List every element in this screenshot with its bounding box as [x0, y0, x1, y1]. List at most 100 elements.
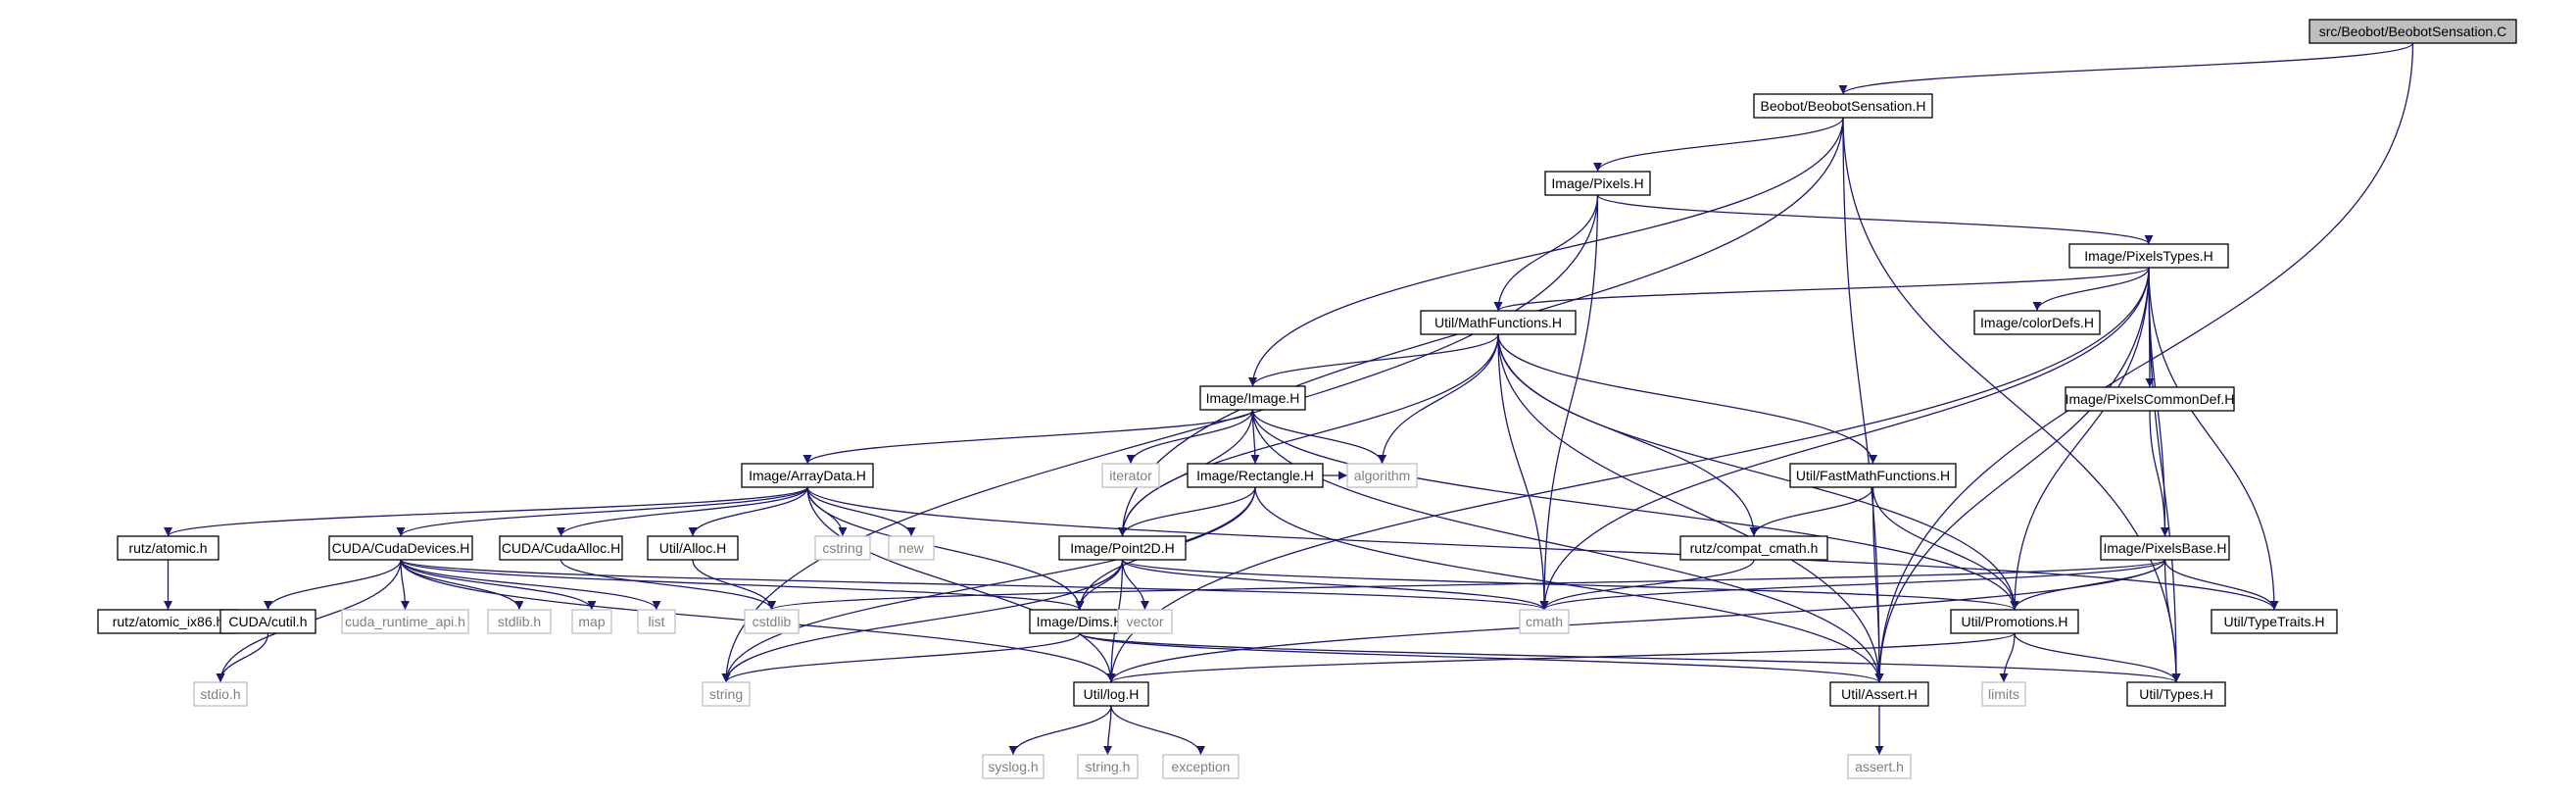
- node-box: [117, 535, 219, 561]
- node-root[interactable]: src/Beobot/BeobotSensation.C: [2309, 19, 2517, 44]
- node-label: Util/Assert.H: [1841, 686, 1918, 702]
- node-box: [888, 535, 935, 561]
- edge-root-to-assert: [1874, 42, 2414, 683]
- edge-promo-to-limits: [1999, 632, 2016, 683]
- node-assert[interactable]: Util/Assert.H: [1829, 681, 1929, 707]
- node-label: Util/log.H: [1084, 686, 1140, 702]
- node-box: [1077, 754, 1139, 779]
- node-label: rutz/compat_cmath.h: [1690, 540, 1819, 556]
- node-log[interactable]: Util/log.H: [1073, 681, 1149, 707]
- node-box: [2065, 386, 2235, 412]
- edge-pixtypes-to-cmath: [1539, 267, 2150, 611]
- node-box: [1544, 171, 1651, 196]
- edge-arraydata-to-new: [806, 486, 916, 537]
- node-types[interactable]: Util/Types.H: [2126, 681, 2226, 707]
- node-box: [744, 609, 800, 634]
- edge-bsh-to-pixels: [1593, 117, 1844, 173]
- edge-mathf-to-cmath: [1497, 333, 1549, 611]
- edge-fastmath-to-promo: [1871, 486, 2019, 611]
- node-label: Image/colorDefs.H: [1980, 315, 2094, 330]
- node-image[interactable]: Image/Image.H: [1199, 385, 1306, 411]
- node-rect[interactable]: Image/Rectangle.H: [1187, 463, 1324, 488]
- edge-pixels-to-string: [721, 194, 1599, 683]
- edge-pixbase-to-types: [2163, 559, 2181, 683]
- node-typetraits[interactable]: Util/TypeTraits.H: [2211, 609, 2338, 634]
- node-box: [637, 609, 676, 634]
- edge-pixtypes-to-promo: [2010, 267, 2150, 611]
- node-box: [647, 535, 739, 561]
- node-label: CUDA/CudaDevices.H: [332, 540, 470, 556]
- edge-pixbase-to-typetraits: [2163, 559, 2279, 611]
- edge-pixbase-to-cstdlib: [767, 559, 2166, 611]
- edge-fastmath-to-compatcmath: [1749, 486, 1874, 537]
- node-box: [328, 535, 473, 561]
- edge-pixtypes-to-types: [2148, 267, 2181, 683]
- edge-root-to-bsh: [1838, 42, 2414, 95]
- node-box: [1981, 681, 2026, 707]
- node-cutil[interactable]: CUDA/cutil.h: [219, 609, 316, 634]
- node-box: [2211, 609, 2338, 634]
- node-list: list: [637, 609, 676, 634]
- node-arraydata[interactable]: Image/ArrayData.H: [741, 463, 874, 488]
- edge-promo-to-types: [2014, 632, 2181, 683]
- node-pixels[interactable]: Image/Pixels.H: [1544, 171, 1651, 196]
- node-dims[interactable]: Image/Dims.H: [1029, 609, 1131, 634]
- edge-dims-to-types: [1079, 632, 2181, 683]
- node-label: cuda_runtime_api.h: [345, 614, 465, 629]
- node-box: [2309, 19, 2517, 44]
- edge-cudaalloc-to-cstdlib: [559, 559, 776, 611]
- node-new: new: [888, 535, 935, 561]
- node-box: [487, 609, 552, 634]
- node-box: [1420, 310, 1577, 335]
- node-pixcommon[interactable]: Image/PixelsCommonDef.H: [2065, 386, 2235, 412]
- node-atomic[interactable]: rutz/atomic.h: [117, 535, 219, 561]
- node-atomic86[interactable]: rutz/atomic_ix86.h: [97, 609, 239, 634]
- node-label: list: [648, 614, 664, 629]
- node-pixtypes[interactable]: Image/PixelsTypes.H: [2068, 243, 2229, 269]
- node-label: cstring: [822, 540, 862, 556]
- edge-cudadev-to-list: [400, 559, 661, 611]
- edge-pixtypes-to-mathf: [1493, 267, 2150, 312]
- node-box: [2100, 535, 2230, 561]
- node-bsh[interactable]: Beobot/BeobotSensation.H: [1753, 93, 1933, 119]
- edge-arraydata-to-dims: [806, 486, 1085, 611]
- node-label: string: [709, 686, 743, 702]
- node-cudadev[interactable]: CUDA/CudaDevices.H: [328, 535, 473, 561]
- edge-pixbase-to-log: [1106, 559, 2166, 683]
- node-asserth: assert.h: [1847, 754, 1912, 779]
- node-mathf[interactable]: Util/MathFunctions.H: [1420, 310, 1577, 335]
- node-label: cstdlib: [753, 614, 792, 629]
- node-box: [702, 681, 751, 707]
- node-colordefs[interactable]: Image/colorDefs.H: [1973, 310, 2101, 335]
- edge-log-to-stringh: [1103, 705, 1113, 756]
- edge-pixtypes-to-assert: [1874, 267, 2150, 683]
- node-box: [814, 535, 871, 561]
- node-label: stdio.h: [200, 686, 240, 702]
- node-box: [1162, 754, 1239, 779]
- node-point2d[interactable]: Image/Point2D.H: [1058, 535, 1187, 561]
- node-box: [1829, 681, 1929, 707]
- node-pixbase[interactable]: Image/PixelsBase.H: [2100, 535, 2230, 561]
- node-box: [1950, 609, 2079, 634]
- node-label: syslog.h: [988, 759, 1038, 774]
- node-cudaalloc[interactable]: CUDA/CudaAlloc.H: [499, 535, 623, 561]
- edge-point2d-to-vector: [1121, 559, 1149, 611]
- edge-log-to-syslog: [1008, 705, 1112, 756]
- node-label: iterator: [1109, 468, 1152, 483]
- node-box: [1058, 535, 1187, 561]
- edge-arraydata-to-cudadev: [396, 486, 808, 537]
- edge-point2d-to-string: [721, 559, 1124, 683]
- edge-mathf-to-promo: [1497, 333, 2019, 611]
- node-promo[interactable]: Util/Promotions.H: [1950, 609, 2079, 634]
- node-label: Image/PixelsTypes.H: [2084, 248, 2213, 264]
- node-alloc[interactable]: Util/Alloc.H: [647, 535, 739, 561]
- node-box: [1753, 93, 1933, 119]
- edge-fastmath-to-assert: [1871, 486, 1884, 683]
- node-fastmath[interactable]: Util/FastMathFunctions.H: [1789, 463, 1957, 488]
- edge-point2d-to-dims: [1075, 559, 1124, 611]
- edge-bsh-to-image: [1248, 117, 1844, 387]
- node-box: [1199, 385, 1306, 411]
- node-compatcmath[interactable]: rutz/compat_cmath.h: [1679, 535, 1828, 561]
- node-label: CUDA/cutil.h: [228, 614, 307, 629]
- node-box: [97, 609, 239, 634]
